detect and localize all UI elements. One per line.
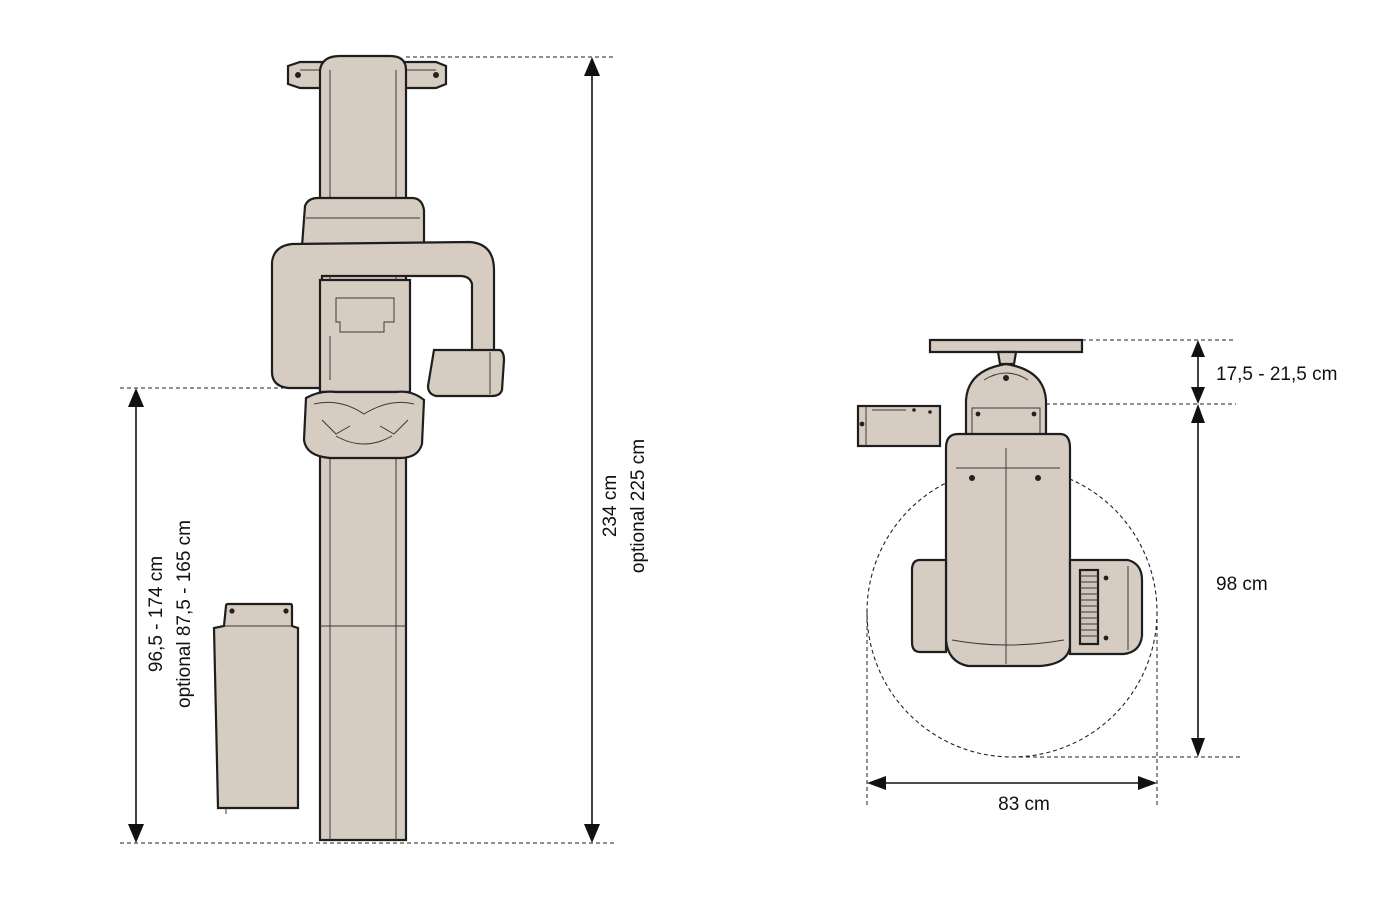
front-view: 234 cm optional 225 cm 96,5 - 174 cm opt… <box>120 54 649 844</box>
top-depth-dimension: 17,5 - 21,5 cm <box>1046 339 1337 405</box>
chin-height-dimension: 96,5 - 174 cm optional 87,5 - 165 cm <box>120 387 296 843</box>
total-height-label: 234 cm <box>600 475 621 537</box>
width-label: 83 cm <box>998 794 1050 815</box>
top-main-body <box>944 432 1072 668</box>
rotating-arm <box>270 240 496 390</box>
top-depth-label: 17,5 - 21,5 cm <box>1216 364 1337 385</box>
depth-dimension: 98 cm <box>1012 404 1268 758</box>
top-control-box <box>856 404 942 448</box>
sensor-head <box>426 348 506 398</box>
depth-label: 98 cm <box>1216 574 1268 595</box>
total-height-optional-label: optional 225 cm <box>628 439 649 573</box>
top-left-arm <box>910 558 948 654</box>
control-cabinet <box>212 602 300 814</box>
patient-positioning-unit <box>302 278 426 460</box>
total-height-dimension: 234 cm optional 225 cm <box>120 56 649 844</box>
top-wall-plate <box>928 338 1084 354</box>
chin-height-label: 96,5 - 174 cm <box>146 556 167 672</box>
carriage-top <box>300 196 426 248</box>
top-view: 17,5 - 21,5 cm 98 cm 83 cm <box>856 338 1337 815</box>
top-mount <box>964 362 1048 450</box>
width-dimension: 83 cm <box>866 612 1158 815</box>
ribbed-sensor <box>1078 568 1100 646</box>
chin-height-optional-label: optional 87,5 - 165 cm <box>174 520 195 708</box>
